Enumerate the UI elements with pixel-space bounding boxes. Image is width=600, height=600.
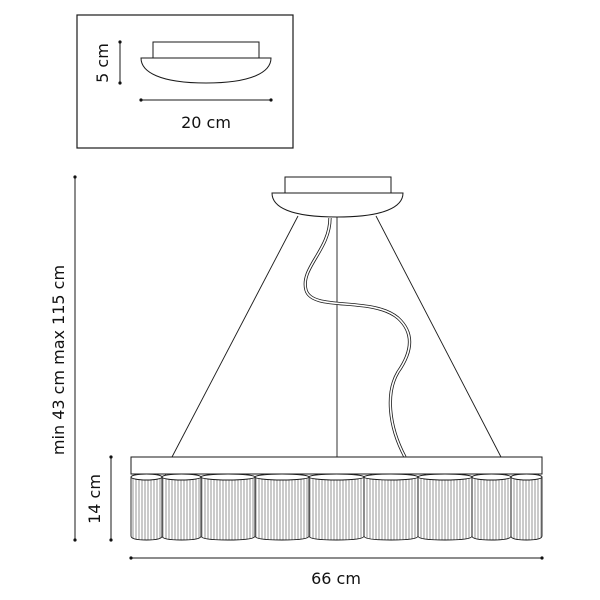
power-cord-inner bbox=[304, 217, 411, 458]
inset-canopy-top bbox=[152, 41, 260, 59]
power-cord-outer bbox=[303, 217, 411, 458]
width-label: 66 cm bbox=[311, 569, 361, 588]
drop-label: min 43 cm max 115 cm bbox=[49, 265, 68, 455]
cable-left bbox=[171, 215, 299, 458]
canopy-dome bbox=[271, 192, 404, 218]
inset-frame bbox=[76, 14, 294, 149]
canopy-top bbox=[284, 176, 392, 194]
ring-bar bbox=[130, 456, 543, 475]
cable-right bbox=[375, 215, 502, 458]
inset-width-label: 20 cm bbox=[181, 113, 231, 132]
shade-cylinder bbox=[130, 473, 163, 541]
shade-cylinder bbox=[200, 473, 256, 541]
shade-height-label: 14 cm bbox=[85, 474, 104, 524]
canopy-inset: 5 cm 20 cm bbox=[76, 14, 294, 149]
shade-cylinder bbox=[417, 473, 473, 541]
lamp-elevation bbox=[130, 176, 543, 541]
shade-cylinder bbox=[471, 473, 512, 541]
shade-row bbox=[130, 473, 543, 541]
inset-height-label: 5 cm bbox=[93, 43, 112, 83]
shade-cylinder bbox=[308, 473, 365, 541]
shade-cylinder bbox=[254, 473, 310, 541]
shade-cylinder bbox=[161, 473, 202, 541]
inset-canopy-dome bbox=[140, 57, 272, 84]
shade-cylinder bbox=[363, 473, 419, 541]
shade-cylinder bbox=[510, 473, 543, 541]
